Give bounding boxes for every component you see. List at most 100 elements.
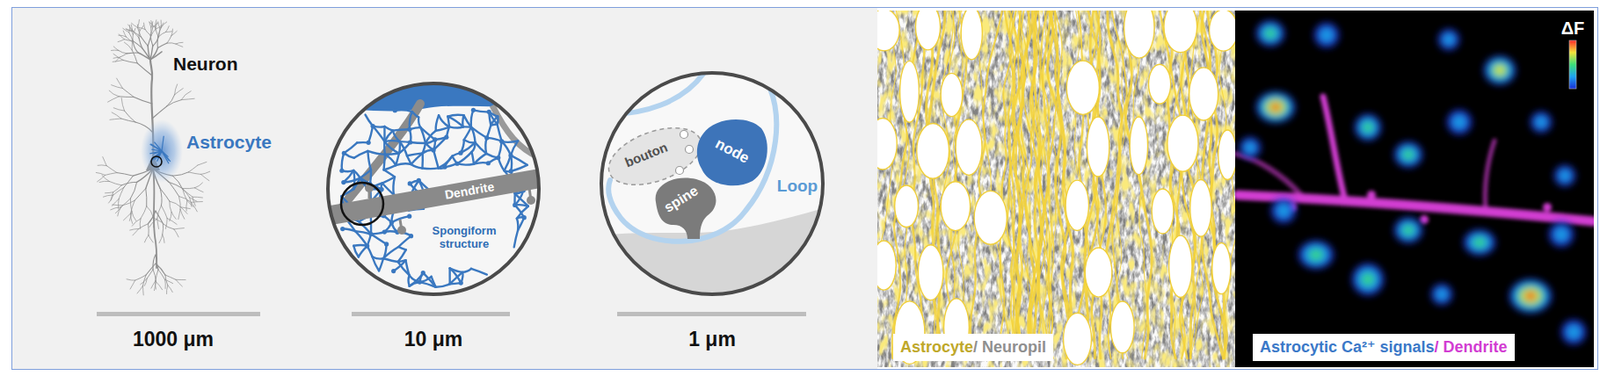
spongiform-network [436, 115, 439, 131]
spongiform-network [484, 135, 489, 140]
astrocyte-micrograph [940, 72, 963, 117]
spongiform-network [384, 126, 393, 131]
neuron-drawing [123, 110, 135, 123]
spongiform-network [394, 109, 413, 112]
spongiform-network [368, 232, 373, 237]
neuron-drawing [123, 39, 133, 42]
calcium-image [1362, 122, 1374, 133]
spongiform-network [472, 109, 489, 112]
neuron-drawing [121, 97, 124, 111]
spongiform-network [383, 258, 399, 262]
neuron-drawing [110, 207, 122, 211]
calcium-image [1235, 10, 1594, 368]
calcium-image [1419, 215, 1429, 225]
calcium-image [1352, 263, 1384, 296]
astrocyte-glyph [161, 136, 164, 152]
neuron-drawing [121, 181, 137, 185]
neuron-drawing [148, 210, 157, 225]
calcium-image [1487, 59, 1513, 82]
neuron-drawing [97, 174, 106, 182]
astrocyte-micrograph [1013, 10, 1035, 359]
spongiform-network [497, 123, 502, 141]
calcium-image [1403, 225, 1415, 235]
spongiform-network [472, 152, 474, 165]
neuron-drawing [165, 218, 168, 230]
neuron-drawing [123, 30, 126, 37]
structure-label: Dendrite [443, 179, 496, 203]
calcium-image [1239, 21, 1586, 345]
spongiform-network [339, 168, 344, 174]
cell-label: Astrocyte [186, 131, 272, 153]
neuron-drawing [152, 254, 156, 270]
spongiform-network [384, 141, 400, 153]
neuron-drawing [150, 51, 162, 60]
neuron-drawing [167, 285, 173, 293]
panel-ground [12, 7, 878, 370]
neuron-drawing [137, 285, 143, 294]
spongiform-network [364, 244, 370, 249]
calcium-image [1260, 24, 1280, 43]
neuron-drawing [142, 285, 145, 295]
spongiform-network [514, 230, 518, 248]
neuron-drawing [150, 35, 153, 46]
neuron-drawing [112, 199, 120, 207]
astrocyte-micrograph [877, 118, 897, 170]
calcium-image [1490, 62, 1508, 78]
neuron-drawing [126, 51, 139, 54]
neuron-drawing [149, 21, 155, 28]
neuron-drawing [165, 275, 168, 286]
neuron-drawing [167, 94, 175, 107]
synapse-zoom-art [599, 71, 827, 299]
spongiform-network [458, 151, 463, 156]
astrocyte-micrograph [877, 10, 896, 359]
spine-shape [655, 177, 717, 240]
calcium-image [1356, 268, 1379, 291]
neuron-drawing [160, 22, 164, 29]
calcium-image [1558, 169, 1571, 182]
spine-shape [648, 175, 721, 240]
calcium-image [1235, 153, 1302, 196]
neuron-drawing [174, 229, 179, 238]
neuron-drawing [166, 285, 168, 295]
astrocyte-micrograph [1218, 10, 1236, 359]
spongiform-network [372, 126, 385, 142]
neuron-drawing [159, 234, 163, 244]
calcium-image [1435, 288, 1448, 301]
neuron-drawing [130, 181, 137, 199]
synapse-zoom-art [599, 207, 827, 299]
scale-label: 10 μm [404, 327, 464, 351]
astrocyte-micrograph [1063, 312, 1092, 365]
neuron-drawing [140, 36, 148, 46]
calcium-image [1566, 325, 1581, 340]
neuron-drawing [112, 59, 124, 62]
neuron-drawing [95, 172, 105, 175]
calcium-image [1271, 198, 1296, 224]
neuron-drawing [175, 279, 186, 281]
neuron-drawing [174, 88, 184, 95]
astrocyte-micrograph [1065, 180, 1089, 231]
spongiform-network [393, 260, 407, 271]
neuron-drawing [179, 196, 182, 210]
spongiform-network [384, 165, 397, 170]
neuron-drawing [117, 207, 122, 217]
astrocyte-micrograph [1190, 179, 1212, 237]
spongiform-network [472, 142, 476, 153]
neuron-drawing [158, 27, 162, 37]
astrocyte-micrograph [955, 119, 982, 175]
spongiform-network [407, 214, 412, 219]
calcium-image [1521, 289, 1541, 305]
calcium-image [1513, 282, 1549, 310]
calcium-image [1394, 142, 1423, 168]
neuron-drawing [157, 218, 160, 229]
neuron-drawing [179, 196, 192, 203]
astrocyte-micrograph [940, 181, 970, 232]
scale-bar [617, 312, 807, 317]
astrocyte-micrograph [877, 240, 896, 291]
calcium-image [1517, 285, 1544, 307]
spongiform-network [367, 151, 386, 155]
spongiform-network [409, 111, 413, 130]
spongiform-network [382, 229, 387, 234]
spongiform-network [431, 276, 437, 288]
spongiform-network [353, 246, 359, 258]
caption-text: Astrocyte [900, 338, 974, 357]
